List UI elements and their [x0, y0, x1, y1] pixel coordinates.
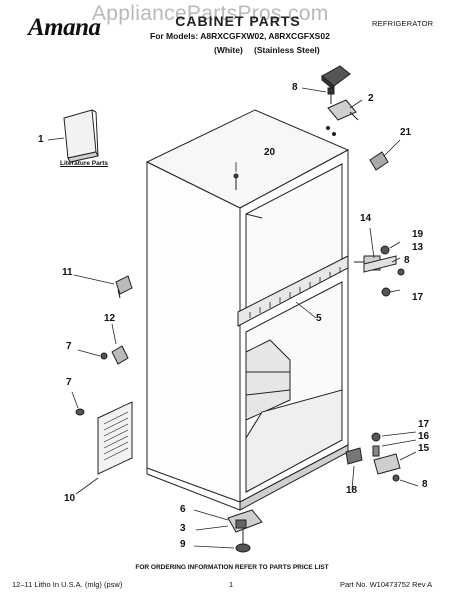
ordering-note: FOR ORDERING INFORMATION REFER TO PARTS … — [135, 564, 329, 571]
page-number: 1 — [229, 580, 234, 589]
literature-parts-label: Literature Parts — [60, 160, 109, 167]
callout-7-lower: 7 — [66, 377, 72, 388]
callout-2: 2 — [368, 93, 374, 104]
category-label: REFRIGERATOR — [372, 19, 434, 28]
leader-lines — [47, 87, 419, 549]
variant-white: (White) — [214, 45, 243, 55]
callout-18: 18 — [346, 485, 358, 496]
litho-info: 12–11 Litho In U.S.A. (mlg) (psw) — [12, 580, 123, 589]
callout-17-center: 17 — [412, 292, 424, 303]
callout-11: 11 — [62, 267, 73, 278]
watermark: AppliancePartsPros.com — [92, 2, 329, 25]
callout-17-bottom: 17 — [418, 419, 430, 430]
page-title: CABINET PARTS — [175, 13, 301, 29]
variant-stainless: (Stainless Steel) — [254, 45, 320, 55]
center-hinge — [354, 245, 405, 297]
screw-7-lower — [75, 408, 85, 416]
callout-8-center: 8 — [404, 255, 410, 266]
rear-cover — [97, 401, 133, 475]
hinge-cover — [321, 65, 351, 92]
callout-9: 9 — [180, 539, 186, 550]
callout-21: 21 — [400, 127, 412, 138]
callout-7-upper: 7 — [66, 341, 72, 352]
callout-13: 13 — [412, 242, 424, 253]
callout-6: 6 — [180, 504, 186, 515]
models-line: For Models: A8RXCGFXW02, A8RXCGFXS02 — [150, 31, 330, 41]
part-11 — [115, 275, 133, 299]
hinge-screw-top — [327, 87, 335, 104]
part-number: Part No. W10473752 Rev A — [340, 580, 433, 589]
literature-booklet — [63, 109, 99, 163]
callout-16: 16 — [418, 431, 430, 442]
callout-15: 15 — [418, 443, 430, 454]
callout-14: 14 — [360, 213, 372, 224]
callout-8-top: 8 — [292, 82, 298, 93]
callout-3: 3 — [180, 523, 186, 534]
bottom-hinge — [345, 432, 401, 482]
cabinet-body — [145, 109, 350, 511]
callout-5: 5 — [316, 313, 322, 324]
top-hinge — [327, 99, 359, 121]
callout-20: 20 — [264, 147, 276, 158]
callout-12: 12 — [104, 313, 116, 324]
part-12 — [100, 345, 129, 365]
callout-8-bottom: 8 — [422, 479, 428, 490]
callout-1: 1 — [38, 134, 44, 145]
leveler — [227, 509, 263, 553]
brand-logo: Amana — [28, 14, 101, 41]
callout-10: 10 — [64, 493, 76, 504]
plug-21 — [369, 151, 389, 171]
callout-19: 19 — [412, 229, 424, 240]
